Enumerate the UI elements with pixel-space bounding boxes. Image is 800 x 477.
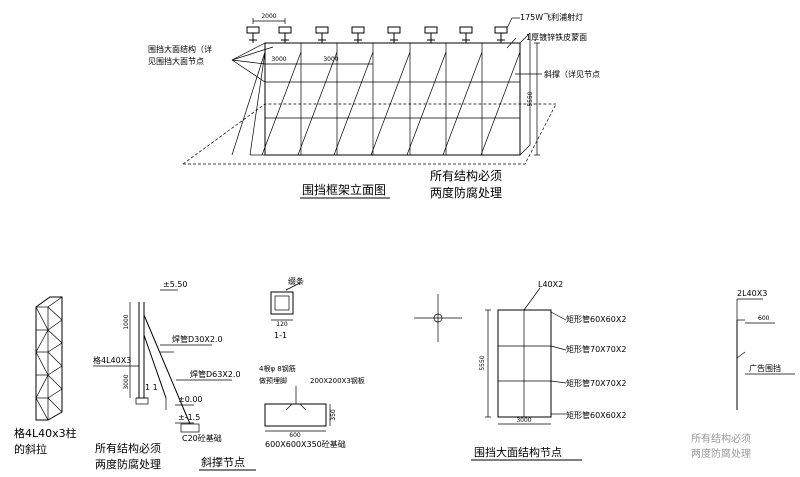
footing-label: C20砼基础: [182, 433, 222, 443]
tube-label-4: 矩形管60X60X2: [566, 410, 626, 420]
lamp-icon: [459, 26, 473, 43]
dim-height: 5550: [527, 42, 540, 156]
footing-dim-w: 600: [289, 432, 301, 439]
column-label: 格4L40X3: [93, 355, 131, 365]
right-top-label: 2L40X3: [737, 289, 767, 298]
dim-height-text: 5550: [527, 91, 534, 106]
dim-lamp-spacing: 2000: [252, 13, 286, 24]
level-top: ±5.50: [163, 280, 188, 289]
column-caption-line1: 格4L40x3柱: [14, 426, 77, 440]
dim-column-1-text: 3000: [271, 56, 286, 63]
pipe-lower-label: 焊管D63X2.0: [190, 369, 241, 379]
facade-dim-width: 3000: [516, 417, 531, 424]
lamp-icon: [424, 26, 438, 43]
section-mark: 1 1: [145, 383, 158, 392]
elevation-note-line2: 两度防腐处理: [430, 185, 502, 200]
right-label: 广告围挡: [749, 363, 781, 373]
section-square: [270, 291, 294, 315]
lamp-icon: [387, 26, 401, 43]
right-faded-line2: 两度防腐处理: [691, 447, 751, 460]
tube-label-3: 矩形管70X70X2: [566, 378, 626, 388]
ground-outline-front: [183, 103, 557, 165]
tube-label-2: 矩形管70X70X2: [566, 344, 626, 354]
panel-callout: 1厚镀锌铁皮蒙面: [506, 32, 587, 49]
right-faded-line1: 所有结构必须: [691, 432, 751, 445]
lamp-icon: [246, 26, 260, 43]
structure-callout: 围挡大面结构（详 见围挡大面节点: [148, 42, 274, 83]
dim-lamp-spacing-text: 2000: [261, 13, 276, 20]
facade-dim-height: 5550: [479, 355, 486, 370]
brace-note-line1: 所有结构必须: [95, 441, 161, 455]
facade-panel: [497, 309, 552, 418]
footing-dim-h: 350: [330, 409, 337, 421]
crosshair-mark: [414, 294, 462, 342]
brace-note-line2: 两度防腐处理: [95, 457, 161, 471]
facade-node-detail: L40X2 矩形管60X60X2 矩形管70X70X2 矩形管70X70X2 矩…: [471, 280, 626, 461]
brace-label: 斜撑（详见节点: [544, 69, 600, 79]
structure-label-line2: 见围挡大面节点: [148, 56, 204, 66]
anchor-label-line1: 4根φ 8钢筋: [259, 364, 296, 373]
frame-outline: [264, 42, 521, 156]
facade-top-label: L40X2: [538, 280, 563, 289]
footing-block: [264, 403, 327, 427]
lamp-icon: [494, 26, 508, 43]
brace-node-detail: ±5.50 ±0.00 ±-1.5 1000 3000 格4L40X3 焊管D3…: [93, 276, 365, 471]
brace-node-title: 斜撑节点: [201, 455, 245, 469]
dim-column-2-text: 3000: [323, 56, 338, 63]
facade-node-title: 围挡大面结构节点: [474, 445, 562, 459]
level-bottom: ±-1.5: [178, 413, 200, 422]
column-caption-line2: 的斜拉: [14, 442, 47, 456]
tube-label-1: 矩形管60X60X2: [566, 314, 626, 324]
anchor-label-line2: 做预埋脚: [259, 376, 287, 385]
section-title: 1-1: [274, 331, 287, 340]
dim-columns: 3000 3000: [265, 56, 373, 65]
section-dim: 120: [276, 321, 288, 328]
panel-label: 1厚镀锌铁皮蒙面: [526, 32, 587, 42]
frame-elevation: 2000 3000 3000 5550 175W飞利浦射灯 1厚镀锌铁皮蒙面: [148, 12, 600, 200]
right-partial-detail: 2L40X3 600 广告围挡 所有结构必须 两度防腐处理: [691, 289, 795, 460]
dim-lower: 3000: [123, 374, 130, 389]
lattice-column-detail: 格4L40x3柱 的斜拉: [14, 296, 77, 456]
pipe-upper-label: 焊管D30X2.0: [172, 334, 223, 344]
elevation-note-line1: 所有结构必须: [430, 168, 502, 183]
frame-grid: [265, 32, 531, 156]
level-zero: ±0.00: [178, 395, 203, 404]
lamp-icon: [351, 26, 365, 43]
dim-upper: 1000: [123, 314, 130, 329]
structure-label-line1: 围挡大面结构（详: [148, 44, 212, 54]
lamp-label: 175W飞利浦射灯: [520, 12, 583, 22]
lamp-callout: 175W飞利浦射灯: [506, 12, 583, 29]
diagonal-braces: [231, 51, 521, 156]
section-cap-label: 缀条: [288, 276, 304, 286]
brace-callout: 斜撑（详见节点: [515, 69, 600, 79]
elevation-title: 围挡框架立面图: [302, 182, 386, 197]
footing-size-label: 600X600X350砼基础: [265, 439, 346, 449]
lamps: [246, 26, 508, 43]
plate-label: 200X200X3钢板: [310, 376, 365, 385]
lamp-icon: [315, 26, 329, 43]
right-dim: 600: [758, 315, 770, 322]
lamp-icon: [278, 26, 292, 43]
